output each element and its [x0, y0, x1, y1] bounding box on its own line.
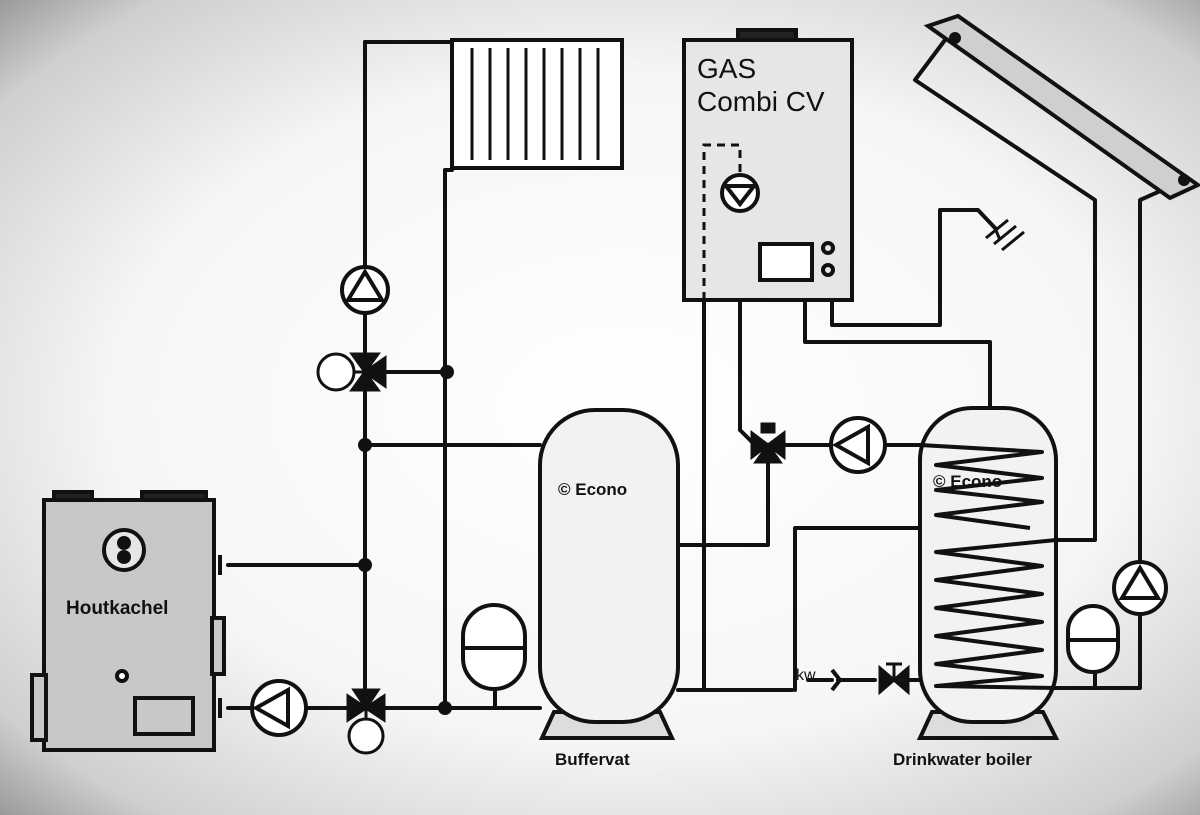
boiler-flue — [736, 28, 798, 42]
valve-boiler-diverter — [750, 422, 786, 464]
radiator-fins — [470, 48, 600, 160]
inlet-arrow-icon — [830, 668, 843, 692]
pipe-solar-riser — [1138, 178, 1187, 562]
pump-arrow-icon — [344, 268, 386, 302]
boiler-title-line1: GAS — [697, 53, 757, 84]
pipe-buffer-to-valve — [676, 460, 770, 547]
junctions — [358, 365, 454, 715]
pump-icon — [250, 679, 308, 737]
pipe-solar-supply — [913, 38, 1097, 542]
buffer-tank — [538, 408, 680, 740]
buffer-brand-label: © Econo — [558, 480, 628, 499]
radiator — [450, 38, 624, 170]
pump-stove-circuit — [250, 679, 308, 737]
stove-side-panel — [210, 616, 226, 676]
gas-combi-boiler — [682, 28, 854, 302]
junction-dot — [358, 438, 372, 452]
drinkwater-boiler — [916, 406, 1060, 740]
three-way-valve-icon — [750, 430, 786, 464]
valve-actuator-icon — [760, 422, 776, 434]
pipes — [226, 38, 1187, 710]
junction-dot — [440, 365, 454, 379]
stove-label: Houtkachel — [66, 598, 169, 619]
valve-actuator-icon — [347, 717, 385, 755]
valve-handle — [886, 662, 902, 680]
pump-arrow-icon — [251, 686, 290, 730]
pump-icon — [829, 416, 887, 474]
solar-panel — [923, 13, 1200, 201]
tap-icon — [985, 218, 1025, 252]
buffer-tank-label: Buffervat — [555, 750, 630, 769]
dhw-tank-label: Drinkwater boiler — [893, 750, 1032, 769]
solar-connector — [949, 32, 961, 44]
hot-water-tap — [985, 218, 1025, 252]
valve-cold-water — [878, 662, 910, 696]
stove-gauge-dot — [117, 550, 131, 564]
boiler-knob-icon — [821, 263, 835, 277]
boiler-title-line2: Combi CV — [697, 86, 825, 117]
dhw-brand-label: © Econo — [933, 472, 1003, 491]
pump-icon — [1112, 560, 1168, 616]
pump-solar-circuit — [1112, 560, 1168, 616]
valve-stove-return — [346, 688, 386, 755]
pipe-hot-tap — [830, 208, 997, 327]
stove-ash-door — [133, 696, 195, 736]
pipe-solar-return — [1053, 610, 1142, 690]
solar-connector — [1178, 174, 1190, 186]
cold-water-label: kw — [796, 667, 816, 684]
pump-arrow-icon — [831, 423, 870, 467]
stove-couplings — [212, 555, 222, 718]
cold-water-inlet — [830, 668, 843, 692]
boiler-knob-icon — [821, 241, 835, 255]
boiler-internal-circuit — [702, 143, 742, 300]
pump-radiator-circuit — [340, 265, 390, 315]
three-way-valve-icon — [346, 688, 386, 723]
pipe-boiler-to-dhw — [803, 298, 992, 410]
expansion-vessels — [461, 603, 1120, 691]
pump-dhw-circuit — [829, 416, 887, 474]
valve-actuator-icon — [316, 352, 356, 392]
stove-handle — [30, 673, 48, 742]
buffer-vessel — [538, 408, 680, 724]
pipe-boiler-flow-bend — [738, 428, 754, 444]
three-way-valve-icon — [349, 352, 387, 392]
valve-radiator-mixing — [316, 352, 387, 392]
dhw-lower-coil — [934, 538, 1057, 690]
pumps — [250, 265, 1168, 737]
junction-dot — [358, 558, 372, 572]
pump-arrow-icon — [721, 184, 759, 208]
pump-arrow-icon — [1118, 564, 1162, 600]
stove-gauge-dot — [117, 536, 131, 550]
junction-dot — [438, 701, 452, 715]
stove-indicator — [115, 669, 129, 683]
dhw-upper-coil — [919, 443, 1044, 530]
houtkachel — [30, 490, 226, 752]
radiator-body — [450, 38, 624, 170]
boiler-display — [758, 242, 814, 282]
three-way-valves — [316, 352, 910, 755]
solar-collector — [923, 13, 1200, 201]
